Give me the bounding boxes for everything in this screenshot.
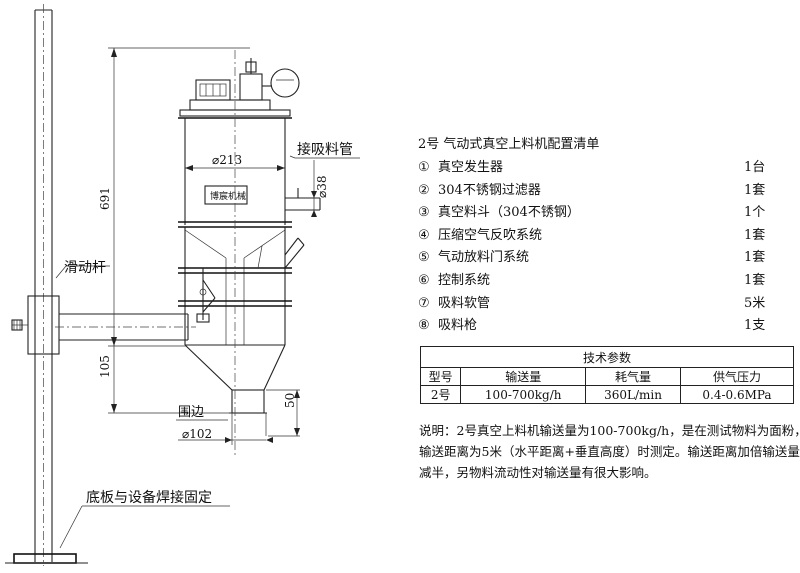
item-number: ④: [418, 227, 430, 243]
label-diameter-body: ⌀213: [212, 153, 242, 167]
note-line: 说明：2号真空上料机输送量为100-700kg/h，是在测试物料为面粉，: [419, 423, 800, 438]
item-name: 真空发生器: [438, 160, 504, 175]
config-item: ⑤ 气动放料门系统 1套: [418, 247, 778, 270]
item-quantity: 5米: [744, 295, 766, 311]
dimension-diameter-102: [178, 413, 273, 445]
dimension-105: [108, 346, 232, 414]
config-item: ⑧ 吸料枪 1支: [418, 315, 778, 338]
label-rim: 围边: [178, 405, 204, 420]
dimension-691: [108, 47, 250, 347]
item-number: ③: [418, 205, 430, 221]
leader-baseplate: [59, 505, 83, 549]
label-baseplate: 底板与设备焊接固定: [86, 489, 212, 506]
dimension-50: [265, 389, 300, 437]
item-number: ⑧: [418, 318, 430, 334]
spec-header-air-consumption: 耗气量: [585, 367, 681, 386]
item-number: ⑥: [418, 272, 430, 288]
horizontal-arm: [55, 313, 196, 341]
config-title: 2号 气动式真空上料机配置清单: [418, 137, 600, 152]
spec-air-pressure: 0.4-0.6MPa: [679, 385, 795, 404]
item-quantity: 1套: [744, 250, 766, 266]
config-item: ⑦ 吸料软管 5米: [418, 293, 778, 316]
item-quantity: 1个: [744, 205, 766, 221]
item-name: 吸料枪: [438, 318, 478, 334]
item-number: ⑦: [418, 295, 430, 311]
label-nameplate: 博宸机械: [210, 190, 246, 202]
discharge-gate: [196, 268, 216, 323]
note-line: 减半，另物料流动性对输送量有很大影响。: [419, 465, 657, 480]
item-name: 压缩空气反吹系统: [438, 227, 543, 243]
label-diameter-outlet: ⌀102: [182, 427, 212, 441]
label-diameter-pipe: ⌀38: [315, 176, 329, 199]
label-height-lower: 105: [98, 355, 112, 378]
spec-air-consumption: 360L/min: [585, 385, 681, 404]
item-name: 真空料斗（304不锈钢）: [438, 205, 580, 221]
item-name: 控制系统: [438, 272, 491, 288]
item-number: ①: [418, 160, 430, 175]
spec-title: 技术参数: [420, 346, 794, 368]
leader-sliding-rod: [55, 265, 67, 279]
item-quantity: 1套: [744, 227, 766, 243]
note: 说明：2号真空上料机输送量为100-700kg/h，是在测试物料为面粉， 输送距…: [419, 420, 800, 483]
label-height-total: 691: [98, 187, 112, 210]
config-item: ③ 真空料斗（304不锈钢） 1个: [418, 202, 778, 225]
config-item: ④ 压缩空气反吹系统 1套: [418, 225, 778, 248]
item-name: 304不锈钢过滤器: [438, 182, 541, 198]
config-item: ⑥ 控制系统 1套: [418, 270, 778, 293]
config-item: ① 真空发生器 1台: [418, 157, 778, 180]
dimension-diameter-213: [185, 165, 285, 171]
spec-model: 2号: [419, 385, 462, 404]
item-quantity: 1套: [744, 272, 766, 288]
item-number: ⑤: [418, 250, 430, 266]
config-list: 2号 气动式真空上料机配置清单 ① 真空发生器 1台 ② 304不锈钢过滤器 1…: [418, 134, 778, 338]
note-line: 输送距离为5米（水平距离+垂直高度）时测定。输送距离加倍输送量: [419, 444, 800, 459]
spec-header-model: 型号: [419, 367, 462, 386]
config-item: ② 304不锈钢过滤器 1套: [418, 180, 778, 203]
label-suction-pipe: 接吸料管: [297, 141, 353, 158]
item-name: 吸料软管: [438, 295, 491, 311]
lower-cone: [184, 344, 286, 391]
item-number: ②: [418, 182, 430, 198]
item-quantity: 1支: [744, 318, 766, 334]
vacuum-generator: [189, 58, 300, 111]
spec-header-throughput: 输送量: [460, 367, 587, 386]
dimension-diameter-38: [311, 160, 317, 217]
support-column: [11, 4, 60, 566]
item-quantity: 1台: [744, 160, 766, 175]
spec-table: 技术参数 型号 输送量 耗气量 供气压力 2号 100-700kg/h 360L…: [419, 346, 795, 404]
item-name: 气动放料门系统: [438, 250, 530, 266]
item-quantity: 1套: [744, 182, 766, 198]
blowback-nozzle: [257, 237, 305, 269]
label-height-outlet: 50: [283, 393, 297, 408]
spec-header-air-pressure: 供气压力: [679, 367, 795, 386]
base-plate: [5, 553, 88, 564]
spec-throughput: 100-700kg/h: [460, 385, 587, 404]
label-sliding-rod: 滑动杆: [64, 259, 106, 276]
leader-suction-pipe: [289, 155, 296, 159]
